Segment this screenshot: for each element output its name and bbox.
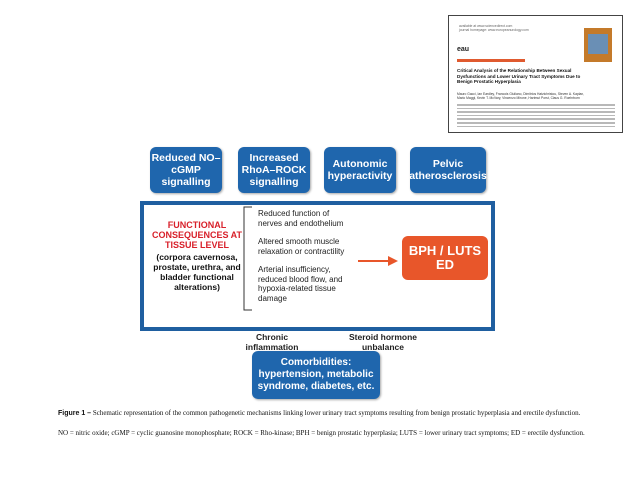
arrow-to-outcome bbox=[358, 256, 398, 266]
mechanism-box-no-cgmp: Reduced NO– cGMP signalling bbox=[150, 147, 222, 193]
caption-text: Schematic representation of the common p… bbox=[91, 409, 581, 417]
label-chronic-inflammation: Chronic inflammation bbox=[245, 332, 299, 352]
consequence-smooth-muscle: Altered smooth muscle relaxation or cont… bbox=[258, 237, 345, 256]
journal-cover-image bbox=[584, 28, 612, 62]
paper-thumbnail: available at www.sciencedirect.com journ… bbox=[448, 15, 623, 133]
section-bar bbox=[457, 59, 525, 62]
top-connector-bar bbox=[140, 201, 495, 205]
header-line: available at www.sciencedirect.com bbox=[459, 24, 513, 28]
functional-consequences-title: FUNCTIONAL CONSEQUENCES AT TISSUE LEVEL bbox=[151, 220, 242, 250]
mechanism-box-pelvic: Pelvic atherosclerosis bbox=[409, 147, 487, 193]
comorbidities-box: Comorbidities: hypertension, metabolic s… bbox=[252, 351, 380, 399]
mechanism-box-autonomic: Autonomic hyperactivity bbox=[324, 147, 396, 193]
consequence-arterial-insufficiency: Arterial insufficiency, reduced blood fl… bbox=[258, 265, 343, 303]
bottom-connector-bar bbox=[140, 327, 495, 331]
left-connector-bar bbox=[140, 201, 144, 331]
consequences-bracket bbox=[243, 206, 252, 311]
figure-caption: Figure 1 – Schematic representation of t… bbox=[58, 409, 598, 418]
header-line: journal homepage: www.europeanurology.co… bbox=[459, 28, 529, 32]
journal-header: available at www.sciencedirect.com journ… bbox=[459, 24, 529, 32]
label-steroid-hormone-unbalance: Steroid hormone unbalance bbox=[348, 332, 417, 352]
right-connector-bar bbox=[491, 201, 495, 331]
consequence-nerves-endothelium: Reduced function of nerves and endotheli… bbox=[258, 209, 344, 228]
abstract-text-lines bbox=[457, 104, 615, 129]
figure-label: Figure 1 – bbox=[58, 410, 92, 417]
outcome-box-bph-luts-ed: BPH / LUTS ED bbox=[402, 236, 488, 280]
publisher-logo: eau bbox=[457, 46, 470, 53]
functional-consequences-detail: (corpora cavernosa, prostate, urethra, a… bbox=[153, 252, 241, 292]
article-title: Critical Analysis of the Relationship Be… bbox=[457, 68, 581, 84]
article-authors: Mauro Gacci, Ian Eardley, Francois Giuli… bbox=[457, 92, 585, 100]
abbreviations-caption: NO = nitric oxide; cGMP = cyclic guanosi… bbox=[58, 429, 585, 437]
mechanism-box-rhoa-rock: Increased RhoA–ROCK signalling bbox=[238, 147, 310, 193]
